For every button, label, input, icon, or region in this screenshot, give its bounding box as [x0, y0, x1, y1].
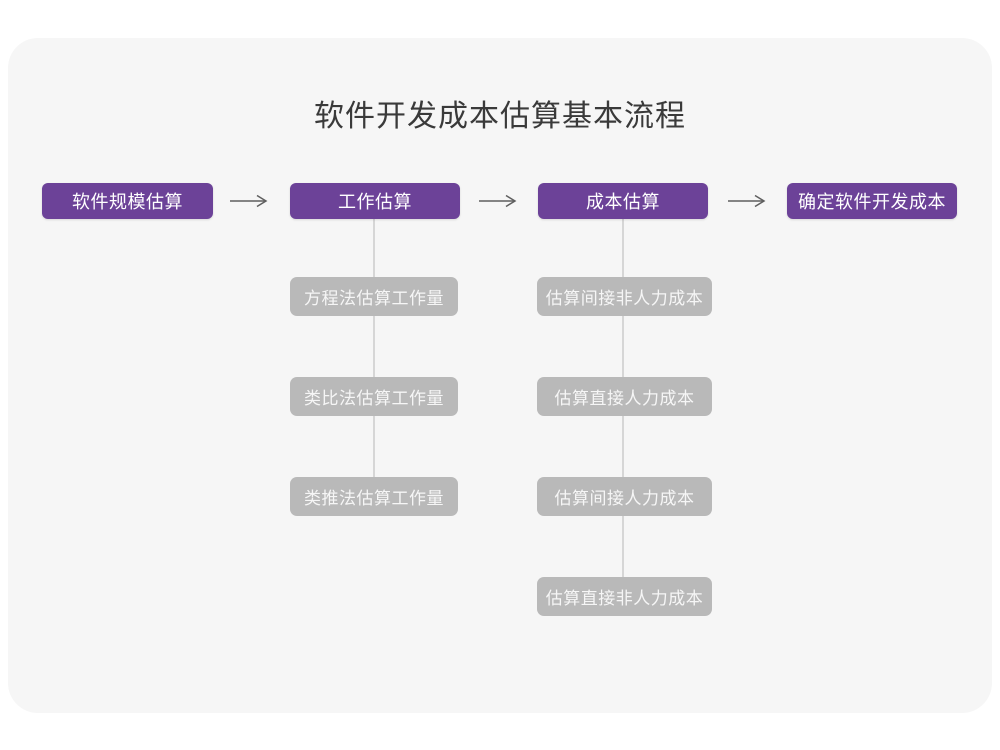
substep-box-indirect-nonlabor-cost: 估算间接非人力成本	[537, 277, 712, 316]
substep-box-direct-nonlabor-cost: 估算直接非人力成本	[537, 577, 712, 616]
stage-box-determine-development-cost: 确定软件开发成本	[787, 183, 957, 219]
substep-box-analogy-method: 类比法估算工作量	[290, 377, 458, 416]
stage-box-effort-estimation: 工作估算	[290, 183, 460, 219]
substep-box-equation-method: 方程法估算工作量	[290, 277, 458, 316]
substep-box-extrapolation-method: 类推法估算工作量	[290, 477, 458, 516]
connector-line-effort-column	[373, 219, 375, 497]
substep-box-indirect-labor-cost: 估算间接人力成本	[537, 477, 712, 516]
arrow-right-icon	[728, 194, 766, 208]
substep-box-direct-labor-cost: 估算直接人力成本	[537, 377, 712, 416]
diagram-canvas: 软件开发成本估算基本流程 软件规模估算 工作估算 成本估算 确定软件开发成本 方…	[8, 38, 992, 713]
diagram-title: 软件开发成本估算基本流程	[314, 100, 686, 133]
stage-box-cost-estimation: 成本估算	[538, 183, 708, 219]
arrow-right-icon	[230, 194, 268, 208]
arrow-right-icon	[479, 194, 517, 208]
stage-box-software-size-estimation: 软件规模估算	[42, 183, 213, 219]
